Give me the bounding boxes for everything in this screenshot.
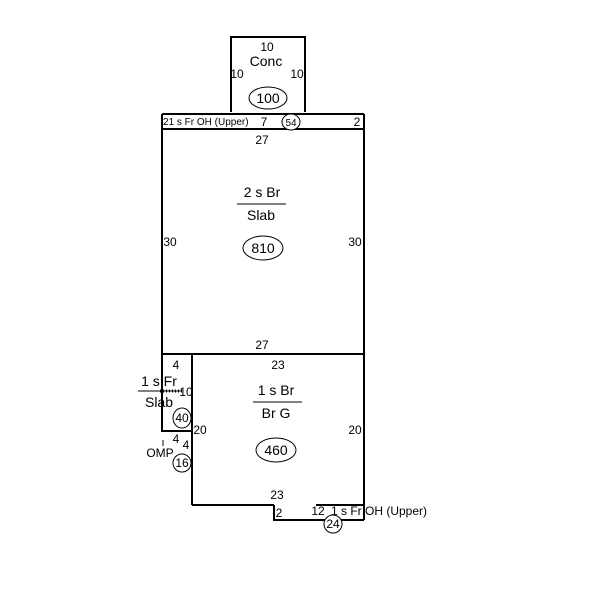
main-block-area-oval	[242, 235, 284, 261]
main-block-left-dimension: 30	[163, 235, 177, 249]
main-block-right-dimension: 30	[348, 235, 362, 249]
main-block-top-dimension: 27	[255, 133, 269, 147]
bottom-overhang-area-oval	[323, 514, 343, 534]
side-frame-type-label: 1 s Fr	[141, 373, 177, 389]
upper-overhang-area: 54	[285, 118, 297, 129]
side-frame-section: 4 10 1 s Fr Slab 40 4 4 OMP 16	[138, 358, 193, 473]
concrete-pad-outline	[230, 36, 306, 112]
lower-block-area-oval	[255, 437, 297, 463]
concrete-pad-label: Conc	[250, 53, 283, 69]
porch-top-dimension: 4	[173, 432, 180, 446]
bottom-overhang-top-dimension: 12	[311, 504, 325, 518]
side-frame-area: 40	[175, 411, 189, 425]
upper-overhang-right-dimension: 2	[354, 115, 361, 129]
concrete-pad-area: 100	[256, 90, 280, 106]
side-frame-area-oval	[172, 407, 192, 429]
concrete-pad-area-oval	[248, 86, 288, 110]
upper-overhang-area-oval	[281, 113, 301, 131]
porch-label: OMP	[146, 446, 173, 460]
lower-block-right-dimension: 20	[348, 423, 362, 437]
concrete-pad-top-dimension: 10	[260, 40, 274, 54]
porch-area-oval	[172, 453, 192, 473]
lower-block-section: 23 20 20 23 1 s Br Br G 460 2 12 1 s Fr …	[191, 354, 427, 534]
lower-block-top-dimension: 23	[271, 358, 285, 372]
main-block-section: 21 s Fr OH (Upper) 7 2 54 27 30 30 27 2 …	[161, 113, 365, 520]
lower-block-bottom-dimension: 23	[270, 488, 284, 502]
porch-right-dimension: 4	[183, 438, 190, 452]
main-block-area: 810	[251, 240, 275, 256]
side-frame-top-dimension: 4	[173, 358, 180, 372]
bottom-overhang-area: 24	[326, 517, 340, 531]
upper-overhang-mid-dimension: 7	[261, 115, 268, 129]
porch-area: 16	[175, 456, 189, 470]
main-block-bottom-dimension: 27	[255, 338, 269, 352]
upper-overhang-label: 21 s Fr OH (Upper)	[163, 117, 249, 128]
side-frame-right-dimension: 10	[179, 385, 193, 399]
concrete-pad-left-dimension: 10	[230, 67, 244, 81]
lower-block-left-dimension: 20	[193, 423, 207, 437]
side-frame-foundation-label: Slab	[145, 394, 173, 410]
bottom-overhang-left-dimension: 2	[276, 506, 283, 520]
lower-block-type-label: 1 s Br	[258, 382, 295, 398]
lower-block-area: 460	[264, 442, 288, 458]
concrete-pad-section: 10 10 10 Conc 100	[230, 36, 306, 112]
bottom-overhang-label: 1 s Fr OH (Upper)	[331, 504, 427, 518]
main-block-type-label: 2 s Br	[244, 184, 281, 200]
main-block-foundation-label: Slab	[247, 207, 275, 223]
concrete-pad-right-dimension: 10	[290, 67, 304, 81]
lower-block-foundation-label: Br G	[262, 405, 291, 421]
